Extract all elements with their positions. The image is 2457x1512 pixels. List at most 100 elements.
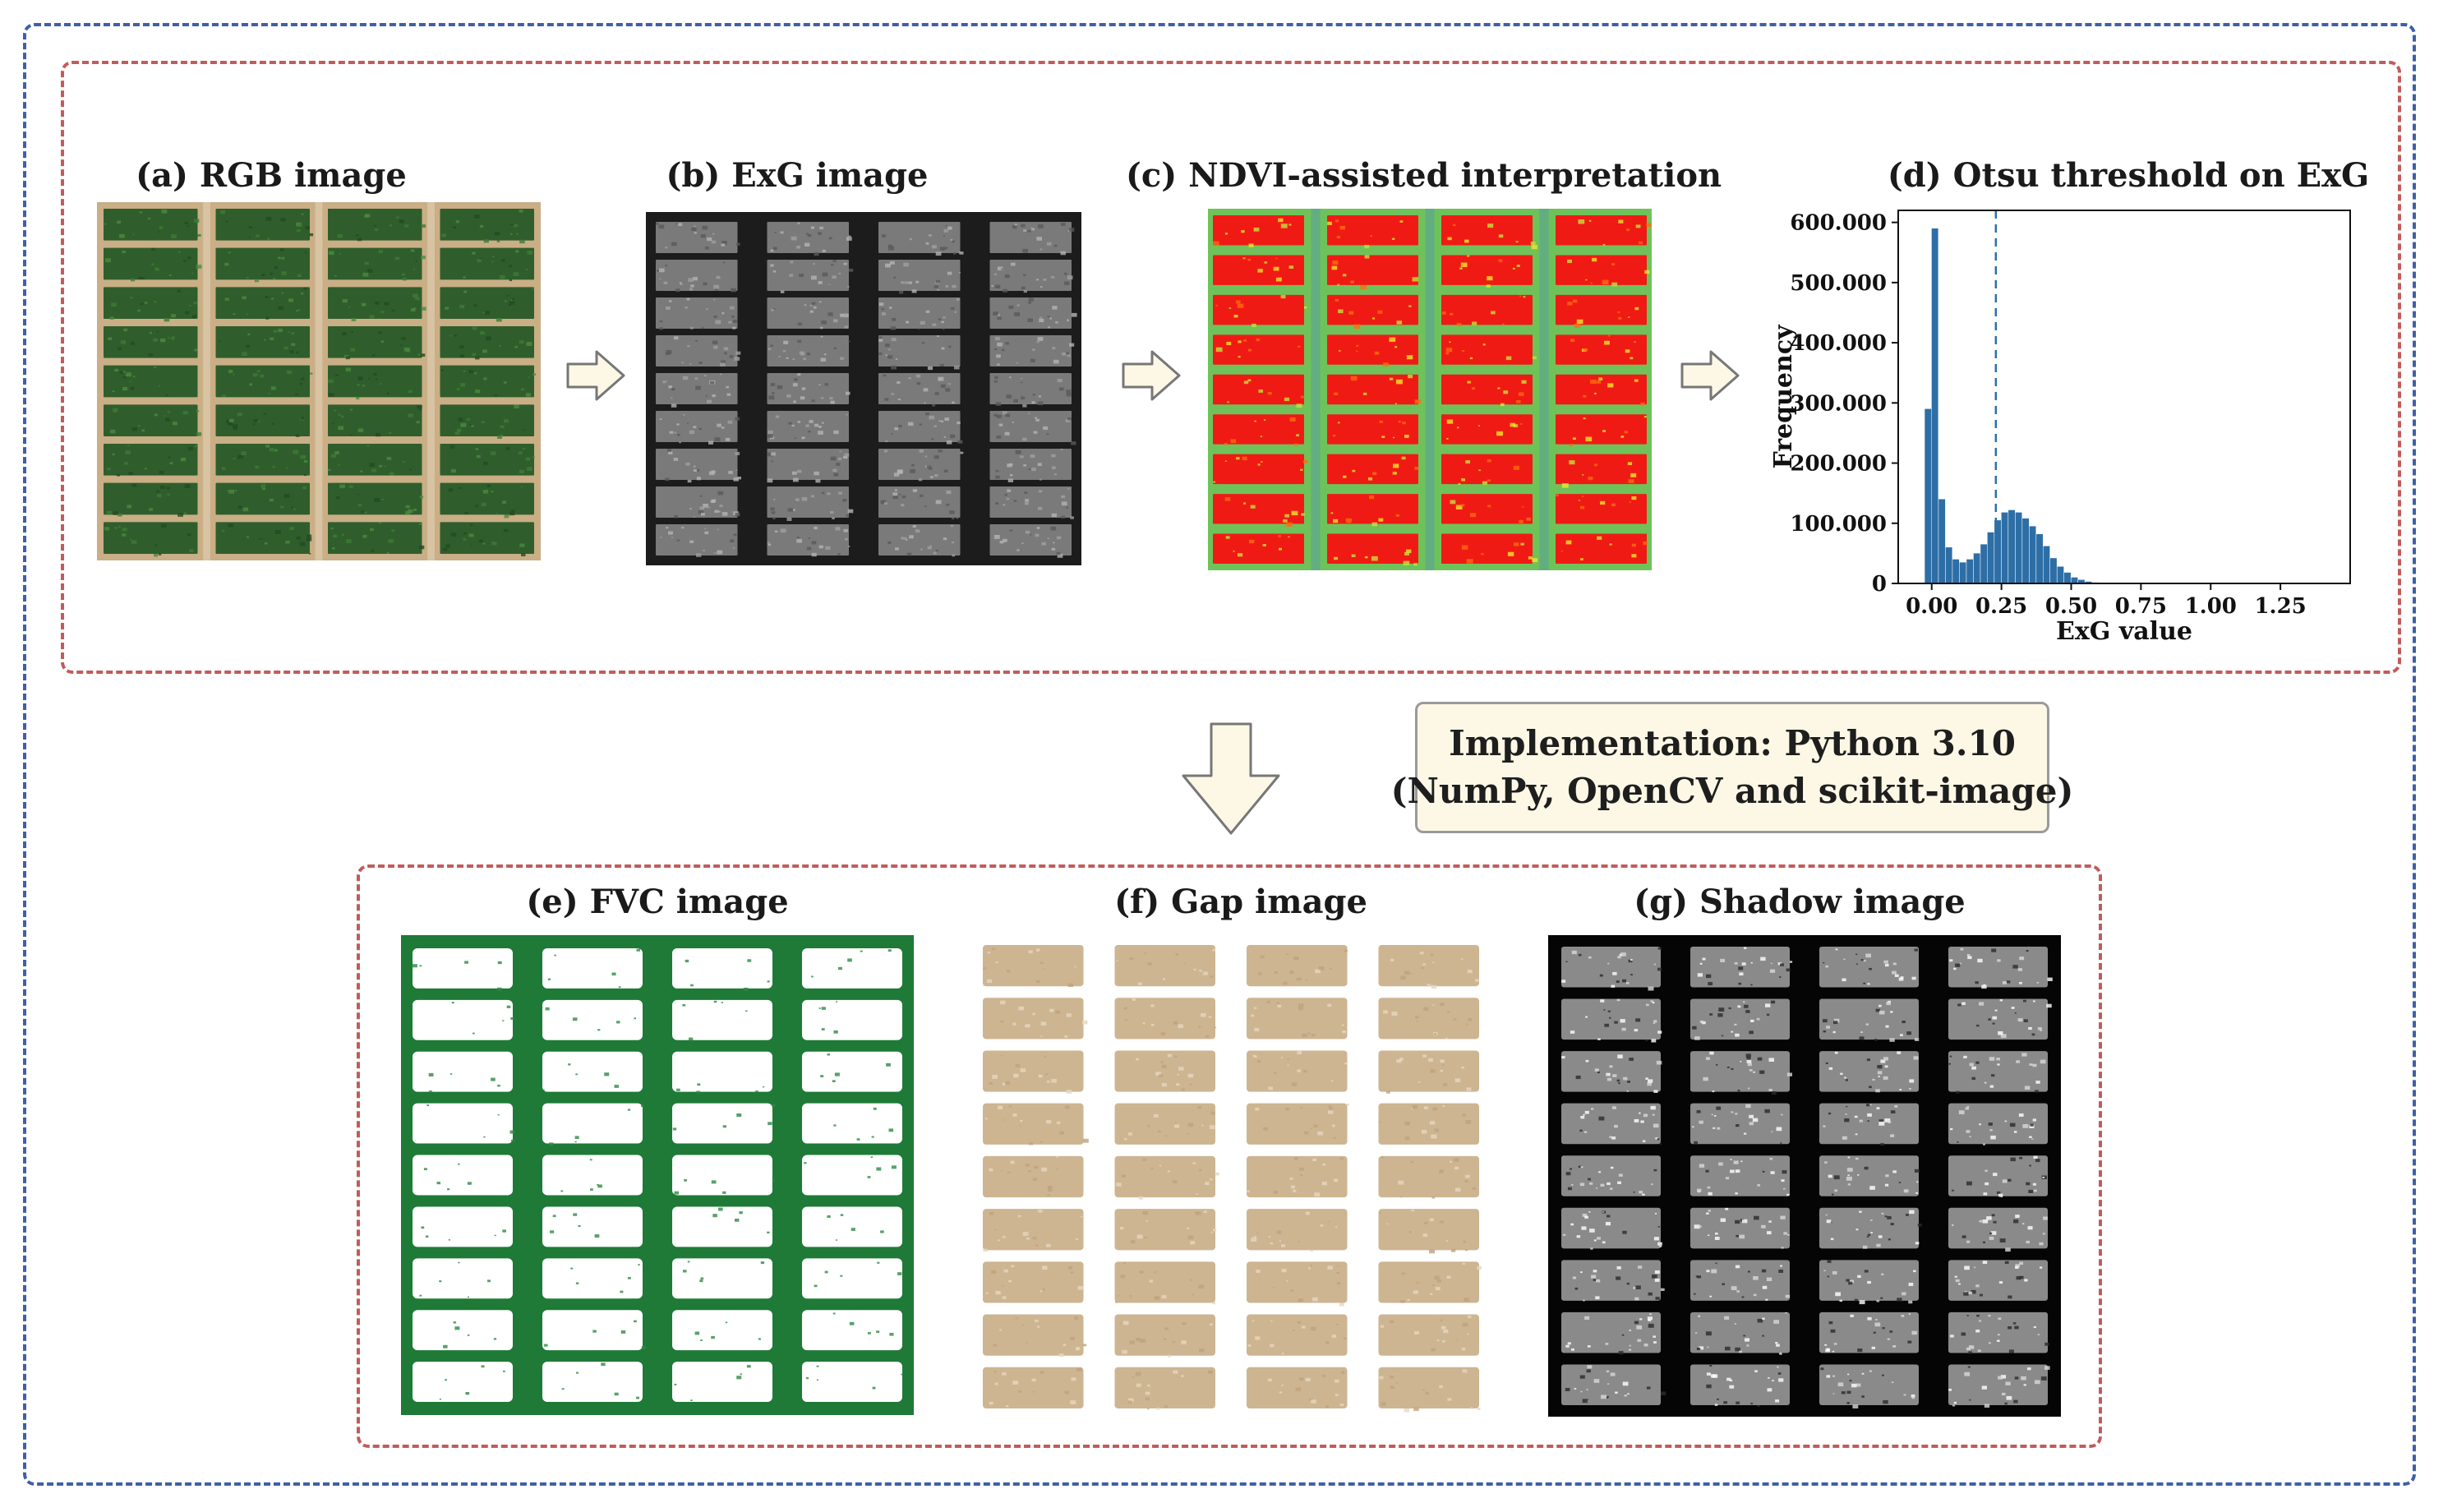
plot-texture xyxy=(472,353,477,357)
plot-texture xyxy=(1187,1122,1194,1127)
plot-texture xyxy=(916,382,921,385)
plot-texture xyxy=(772,499,776,500)
plot-texture xyxy=(1780,1265,1782,1267)
plot-texture xyxy=(1698,1225,1702,1228)
plot-texture xyxy=(1872,1078,1875,1081)
plot-texture xyxy=(1952,1224,1954,1226)
plot-texture xyxy=(2000,1196,2003,1198)
plot-texture xyxy=(1042,1265,1048,1270)
plot-cell xyxy=(215,522,310,554)
plot-texture xyxy=(1046,242,1052,246)
plot-texture xyxy=(1583,417,1586,420)
plot-cell xyxy=(542,999,643,1040)
plot-texture xyxy=(659,320,663,323)
plot-texture xyxy=(1866,1236,1869,1238)
plot-texture xyxy=(355,234,359,237)
plot-texture xyxy=(806,353,811,356)
plot-texture xyxy=(1826,1375,1831,1378)
plot-texture xyxy=(878,336,883,339)
plot-texture xyxy=(1339,225,1345,230)
plot-texture xyxy=(1439,1385,1443,1389)
plot-texture xyxy=(1589,1228,1595,1233)
plot-texture xyxy=(1828,1174,1832,1178)
plot-texture xyxy=(830,400,835,404)
plot-texture xyxy=(993,1371,997,1373)
plot-texture xyxy=(1578,219,1585,224)
plot-texture xyxy=(133,376,136,378)
plot-texture xyxy=(992,947,995,951)
plot-texture xyxy=(686,297,690,301)
plot-texture xyxy=(1825,965,1828,968)
plot-texture xyxy=(1247,259,1251,261)
plot-texture xyxy=(1626,228,1630,232)
plot-texture xyxy=(510,1139,514,1142)
plot-texture xyxy=(187,256,191,260)
plot-texture xyxy=(1051,276,1055,279)
plot-texture xyxy=(668,531,673,535)
plot-texture xyxy=(919,449,924,453)
plot-texture xyxy=(614,1085,619,1088)
exg-image xyxy=(646,212,1081,565)
plot-texture xyxy=(1360,284,1367,290)
plot-texture xyxy=(263,413,266,415)
plot-texture xyxy=(1007,489,1012,492)
plot-texture xyxy=(171,337,175,340)
plot-texture xyxy=(1070,1336,1076,1340)
plot-texture xyxy=(770,344,773,347)
plot-texture xyxy=(690,284,694,288)
plot-texture xyxy=(665,477,670,482)
plot-texture xyxy=(1040,1371,1044,1374)
plot-texture xyxy=(1769,969,1776,973)
plot-cell xyxy=(1690,1260,1790,1301)
plot-texture xyxy=(265,216,272,221)
plot-texture xyxy=(1843,958,1846,961)
plot-texture xyxy=(378,250,383,253)
plot-texture xyxy=(1298,345,1301,348)
plot-texture xyxy=(1593,1279,1597,1281)
plot-texture xyxy=(1082,1138,1089,1143)
plot-texture xyxy=(483,1136,486,1138)
plot-texture xyxy=(1121,1174,1126,1178)
plot-texture xyxy=(1734,962,1738,965)
histogram-bar xyxy=(2029,526,2036,583)
plot-texture xyxy=(983,984,985,987)
plot-texture xyxy=(797,421,801,423)
plot-texture xyxy=(2031,1138,2034,1140)
plot-texture xyxy=(167,493,170,496)
plot-texture xyxy=(1260,436,1263,437)
plot-texture xyxy=(1076,1347,1081,1350)
plot-texture xyxy=(717,550,723,555)
plot-texture xyxy=(983,1248,988,1252)
plot-texture xyxy=(814,423,819,427)
plot-texture xyxy=(464,961,468,964)
plot-texture xyxy=(1051,513,1057,518)
plot-texture xyxy=(1315,969,1321,974)
plot-texture xyxy=(329,393,334,397)
plot-cell xyxy=(1114,945,1215,987)
plot-texture xyxy=(1599,974,1603,977)
plot-texture xyxy=(1167,1170,1170,1173)
plot-texture xyxy=(704,531,709,535)
plot-cell xyxy=(1948,1207,2048,1249)
plot-cell xyxy=(1114,1050,1215,1092)
plot-texture xyxy=(1067,417,1072,421)
plot-texture xyxy=(1971,1066,1976,1070)
plot-texture xyxy=(1634,1118,1639,1122)
plot-texture xyxy=(380,340,384,343)
plot-texture xyxy=(164,415,166,417)
plot-texture xyxy=(1032,1012,1035,1016)
plot-texture xyxy=(932,323,937,326)
plot-texture xyxy=(1446,419,1454,424)
plot-texture xyxy=(1040,316,1043,319)
plot-texture xyxy=(1119,1227,1124,1230)
plot-texture xyxy=(1083,1344,1087,1347)
plot-texture xyxy=(811,975,814,978)
plot-texture xyxy=(1901,1315,1905,1317)
plot-texture xyxy=(159,226,164,229)
plot-texture xyxy=(1322,1163,1325,1166)
plot-texture xyxy=(1047,1194,1050,1196)
plot-texture xyxy=(2004,1261,2009,1265)
plot-texture xyxy=(843,528,848,532)
plot-texture xyxy=(421,353,426,357)
plot-texture xyxy=(1445,1037,1448,1040)
